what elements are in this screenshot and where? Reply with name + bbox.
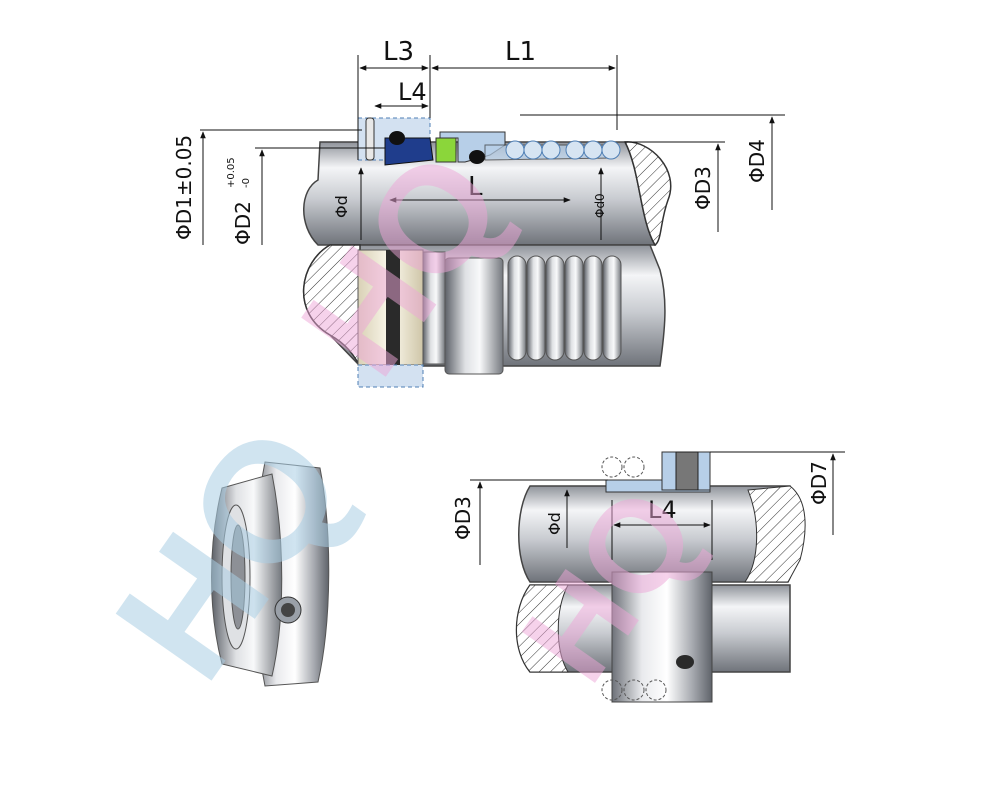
label-l1: L1 [505, 37, 536, 67]
seal-assembly-upper [357, 117, 621, 166]
collar-label-d7: ΦD7 [807, 461, 831, 505]
upper-shaft [303, 141, 672, 247]
watermark-blue-left: HQ [80, 393, 382, 711]
label-d2: ΦD2 [231, 201, 255, 245]
spring-coils-lower [507, 255, 622, 361]
label-l: L [468, 172, 483, 202]
label-l3: L3 [383, 37, 414, 67]
collar-label-d: Φd [545, 512, 564, 535]
drive-collar-icon [211, 461, 330, 687]
label-d0: Φd0 [593, 193, 607, 218]
label-d2-tol-upper: +0.05 [226, 157, 237, 188]
main-dimension-labels: L3 L1 L4 L Φd Φd0 ΦD1±0.05 ΦD2 +0.05 -0 … [172, 37, 769, 245]
label-d3: ΦD3 [691, 166, 715, 210]
collar-label-l4: L4 [648, 496, 677, 524]
collar-label-d3: ΦD3 [451, 496, 475, 540]
seal-assembly-lower [357, 249, 622, 388]
main-seal-view: L3 L1 L4 L Φd Φd0 ΦD1±0.05 ΦD2 +0.05 -0 … [172, 37, 785, 388]
spring-coils-ghost [601, 456, 667, 701]
label-d2-tol-lower: -0 [241, 178, 252, 188]
spring-coils-upper [505, 140, 621, 160]
label-l4: L4 [398, 78, 427, 106]
label-d1: ΦD1±0.05 [172, 135, 196, 240]
label-d4: ΦD4 [745, 139, 769, 183]
collar-section-view: ΦD3 Φd L4 ΦD7 [451, 451, 845, 703]
label-d: Φd [332, 195, 351, 218]
main-dimension-lines [200, 55, 785, 245]
